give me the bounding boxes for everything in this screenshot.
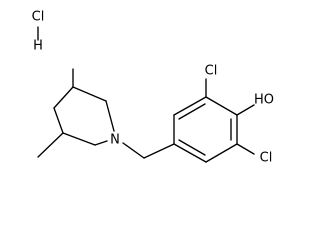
bond-aryl-c6-c1-inner — [178, 139, 206, 156]
bond-ring-c3-c4 — [53, 86, 74, 109]
bond-ch2-aryl — [143, 143, 175, 159]
bond-ring-c6-n — [94, 140, 108, 146]
bond-aryl-c6-c1 — [173, 143, 207, 163]
benzyl-linker — [122, 142, 175, 159]
bond-ring-c3-c2 — [72, 86, 107, 102]
dimethylpiperidine-ring — [37, 68, 115, 158]
chemical-structure: Cl H Cl HO Cl N — [32, 10, 274, 166]
bond-aryl-c3-c4 — [205, 96, 238, 116]
bond-ring-c2-n — [105, 100, 115, 132]
nitrogen-label: N — [110, 133, 120, 148]
structure-canvas: Cl H Cl HO Cl N — [32, 10, 274, 166]
bond-ring-c5-methyl — [37, 132, 64, 158]
bond-ring-c4-c5 — [53, 107, 64, 134]
bond-aryl-c2-c3 — [173, 96, 207, 116]
bond-n-ch2 — [122, 142, 145, 159]
bond-ring-c5-c6 — [62, 132, 96, 146]
bond-aryl-c4-oh — [236, 104, 255, 116]
hcl-hydrogen-label: H — [33, 39, 43, 54]
bond-aryl-c2-c3-inner — [178, 103, 206, 120]
hydroxyl-label: HO — [254, 93, 274, 108]
bond-aryl-c5-cl — [236, 143, 255, 155]
hcl-chlorine-label: Cl — [32, 10, 45, 25]
chlorine-top-label: Cl — [205, 64, 218, 79]
bond-aryl-c5-c6 — [205, 143, 238, 163]
dichlorophenol-ring — [173, 78, 255, 163]
chlorine-bottom-label: Cl — [260, 151, 273, 166]
